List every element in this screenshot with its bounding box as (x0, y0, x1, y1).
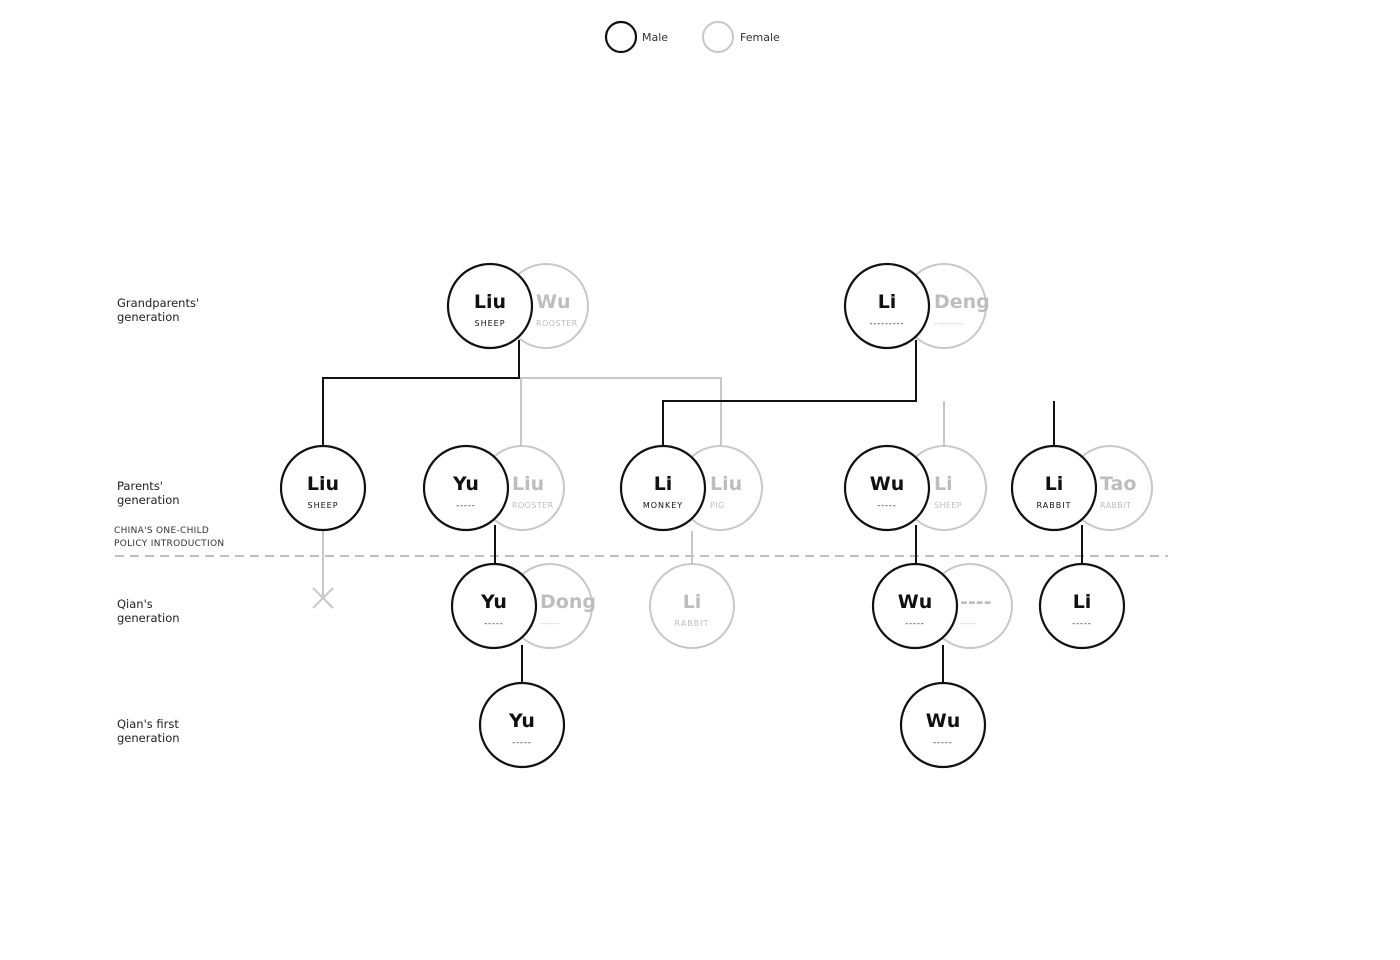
female-legend-icon (702, 21, 734, 53)
male-person-p-yu: Yu ----- (422, 444, 510, 532)
legend: Male Female (604, 20, 780, 54)
male-legend-icon (604, 20, 638, 54)
zodiac-sign: SHEEP (934, 501, 962, 510)
row-labels: Grandparents'generation Parents'generati… (114, 296, 224, 745)
male-person-gp-li: Li --------- (843, 262, 931, 350)
people-nodes: WuROOSTERLiuSHEEPDeng---------Li--------… (279, 262, 1153, 769)
person-circle (1038, 562, 1126, 650)
zodiac-sign: PIG (710, 501, 725, 510)
surname: Dong (540, 591, 596, 613)
zodiac-sign: ----- (933, 738, 952, 747)
surname: Wu (898, 591, 932, 613)
person-circle (843, 444, 931, 532)
zodiac-sign: ----- (905, 619, 924, 628)
person-circle (899, 681, 987, 769)
surname: Liu (474, 291, 506, 313)
legend-female: Female (740, 31, 780, 44)
zodiac-sign: SHEEP (307, 501, 338, 510)
surname: Li (934, 473, 953, 495)
person-circle (619, 444, 707, 532)
person-circle (1010, 444, 1098, 532)
surname: Deng (934, 291, 990, 313)
zodiac-sign: ----- (456, 501, 475, 510)
zodiac-sign: ----- (1072, 619, 1091, 628)
surname: Tao (1100, 473, 1136, 495)
zodiac-sign: ROOSTER (536, 319, 578, 328)
surname: Li (1073, 591, 1092, 613)
surname: Li (683, 591, 702, 613)
zodiac-sign: --------- (870, 319, 905, 328)
male-person-f-yu: Yu ----- (478, 681, 566, 769)
male-person-q-li: Li ----- (1038, 562, 1126, 650)
zodiac-sign: SHEEP (474, 319, 505, 328)
surname: Yu (508, 710, 535, 732)
surname: Liu (512, 473, 544, 495)
person-circle (446, 262, 534, 350)
surname: ---- (960, 591, 992, 613)
zodiac-sign: ------ (540, 619, 560, 628)
zodiac-sign: RABBIT (675, 619, 710, 628)
surname: Yu (480, 591, 507, 613)
surname: Li (1045, 473, 1064, 495)
zodiac-sign: ----- (960, 619, 976, 628)
surname: Liu (307, 473, 339, 495)
male-person-q-wu: Wu ----- (871, 562, 959, 650)
male-person-p-wu: Wu ----- (843, 444, 931, 532)
person-circle (422, 444, 510, 532)
person-circle (871, 562, 959, 650)
person-circle (843, 262, 931, 350)
surname: Wu (536, 291, 570, 313)
surname: Yu (452, 473, 479, 495)
surname: Wu (926, 710, 960, 732)
person-circle (450, 562, 538, 650)
zodiac-sign: --------- (934, 319, 964, 328)
surname: Li (878, 291, 897, 313)
person-circle (478, 681, 566, 769)
male-person-q-yu: Yu ----- (450, 562, 538, 650)
no-children-x-icon (312, 587, 334, 609)
surname: Liu (710, 473, 742, 495)
zodiac-sign: MONKEY (643, 501, 683, 510)
legend-male: Male (642, 31, 668, 44)
row-label-parents: Parents'generation (117, 479, 180, 507)
connectors (312, 340, 1083, 683)
zodiac-sign: RABBIT (1100, 501, 1131, 510)
zodiac-sign: ----- (877, 501, 896, 510)
row-label-grandparents: Grandparents'generation (117, 296, 199, 324)
surname: Wu (870, 473, 904, 495)
person-circle (279, 444, 367, 532)
person-circle (649, 563, 735, 649)
male-person-f-wu: Wu ----- (899, 681, 987, 769)
surname: Li (654, 473, 673, 495)
zodiac-sign: RABBIT (1037, 501, 1072, 510)
zodiac-sign: ROOSTER (512, 501, 554, 510)
zodiac-sign: ----- (512, 738, 531, 747)
zodiac-sign: ----- (484, 619, 503, 628)
